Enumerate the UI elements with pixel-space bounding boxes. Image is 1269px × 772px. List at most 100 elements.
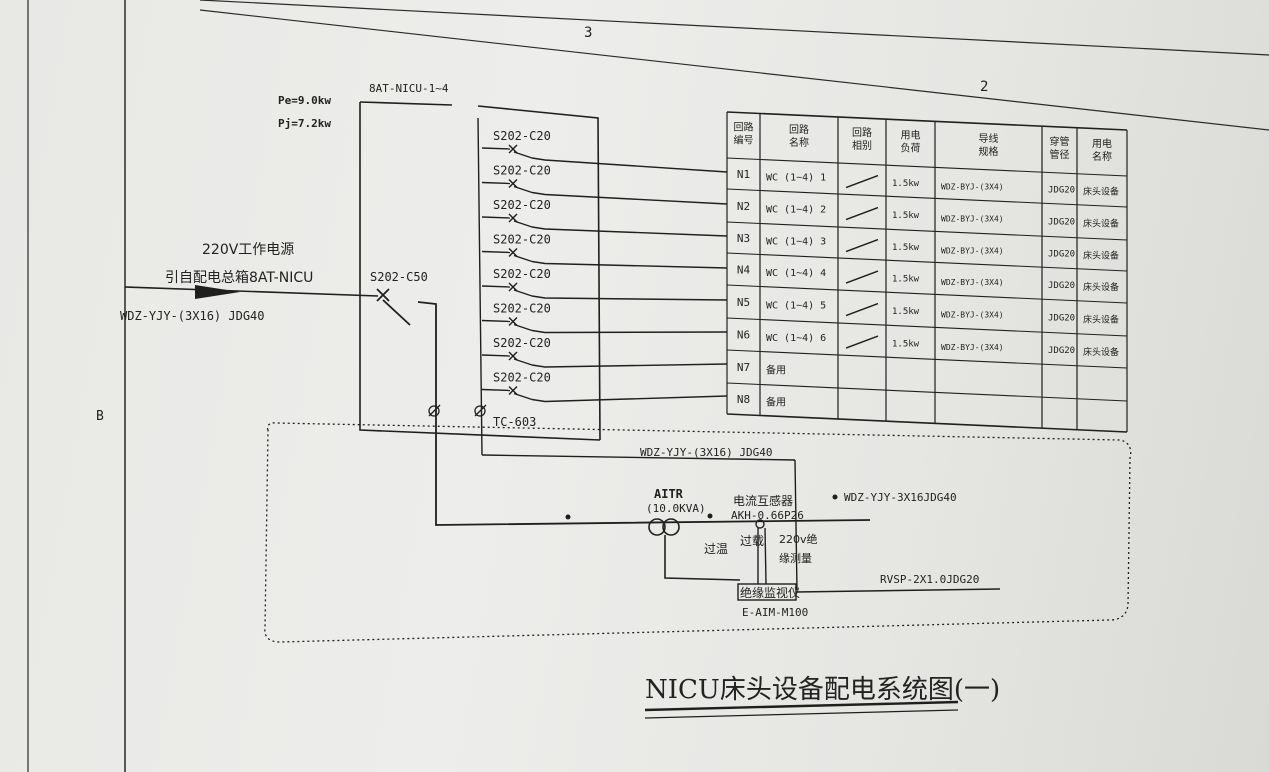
branch-breaker-x xyxy=(508,213,518,223)
table-cell: 床头设备 xyxy=(1083,217,1119,229)
branch-breaker-contact xyxy=(513,323,533,332)
table-rule xyxy=(726,157,1128,177)
rvsp-label: RVSP-2X1.0JDG20 xyxy=(880,573,979,586)
table-cell: WC (1~4) 2 xyxy=(766,205,826,216)
table-rule xyxy=(726,349,1128,369)
table-cell: WDZ-BYJ-(3X4) xyxy=(941,214,1004,223)
table-rule xyxy=(726,317,1128,337)
aitr-rating: (10.0KVA) xyxy=(646,502,706,515)
branch-feed-line xyxy=(481,319,511,323)
feeder-line-2: 引自配电总箱8AT-NICU xyxy=(165,270,313,286)
ct-model: AKH-0.66P26 xyxy=(731,509,804,522)
cable-top-label: WDZ-YJY-(3X16) JDG40 xyxy=(640,446,772,459)
table-header: 管径 xyxy=(1050,148,1070,161)
table-rule xyxy=(726,188,1128,208)
table-cell: 1.5kw xyxy=(892,211,920,221)
phase-slash xyxy=(845,206,879,221)
table-rule xyxy=(726,111,1128,131)
branch-breaker-label: S202-C20 xyxy=(493,336,551,350)
table-cell: N1 xyxy=(737,168,750,181)
table-header: 穿管 xyxy=(1050,135,1070,148)
branch-breaker-x xyxy=(508,144,518,154)
aitr-name: AITR xyxy=(654,487,684,501)
branch-breaker-label: S202-C20 xyxy=(493,164,551,178)
branch-feed-line xyxy=(481,216,511,219)
drawing-frame xyxy=(27,0,1269,772)
overload-label: 过载 xyxy=(740,534,764,548)
table-cell: N4 xyxy=(737,264,751,277)
table-rule xyxy=(726,252,1128,272)
branch-breaker-contact xyxy=(513,254,533,263)
branch-breaker-x xyxy=(508,248,518,257)
branch-outgoing-line xyxy=(531,226,728,237)
table-header: 用电 xyxy=(901,128,921,141)
table-cell: 床头设备 xyxy=(1083,346,1119,358)
feeder-arrow xyxy=(195,285,240,299)
phase-slash xyxy=(845,335,879,349)
table-header: 名称 xyxy=(1092,150,1112,163)
panel-name: 8AT-NICU-1~4 xyxy=(369,82,449,95)
branch-feed-line xyxy=(481,388,511,392)
panel-pj: Pj=7.2kw xyxy=(278,117,331,130)
grid-mark-3: 3 xyxy=(584,25,592,41)
branch-breaker-contact xyxy=(513,220,533,228)
table-cell: WDZ-BYJ-(3X4) xyxy=(941,278,1004,287)
branch-feed-line xyxy=(481,354,511,357)
tc-label: TC-603 xyxy=(493,415,536,429)
branch-outgoing-line xyxy=(531,363,728,368)
table-cell: WDZ-BYJ-(3X4) xyxy=(941,246,1004,255)
table-cell: 床头设备 xyxy=(1083,185,1119,197)
rvsp-line xyxy=(795,588,1001,593)
table-rule xyxy=(726,413,1128,433)
branch-feed-line xyxy=(481,181,511,185)
junction-dot xyxy=(707,513,713,519)
branch-breaker-contact xyxy=(513,185,533,194)
table-cell: 1.5kw xyxy=(892,243,920,253)
table-cell: N7 xyxy=(737,361,750,374)
table-cell: WDZ-BYJ-(3X4) xyxy=(941,343,1004,352)
table-cell: 床头设备 xyxy=(1083,281,1119,293)
drawing-title: NICU床头设备配电系统图(一) xyxy=(645,675,1000,705)
table-header: 相别 xyxy=(852,139,872,152)
table-cell: JDG20 xyxy=(1048,281,1075,291)
branch-breaker-contact xyxy=(513,289,533,297)
branch-breaker-contact xyxy=(513,392,533,401)
insulation-label-1: 220v绝 xyxy=(779,532,818,546)
table-rule xyxy=(726,221,1128,241)
table-rule xyxy=(726,284,1128,304)
branch-outgoing-line xyxy=(531,157,728,173)
tc-markers xyxy=(428,404,487,417)
title-underline xyxy=(644,700,959,712)
phase-slash xyxy=(845,238,879,253)
table-cell: 备用 xyxy=(766,364,786,377)
junction-dot xyxy=(832,494,838,500)
main-breaker-label: S202-C50 xyxy=(370,270,428,284)
table-cell: 床头设备 xyxy=(1083,249,1119,261)
branch-breaker-x xyxy=(508,351,518,361)
table-cell: N3 xyxy=(737,232,750,245)
table-header: 回路 xyxy=(789,123,809,136)
grid-mark-b: B xyxy=(96,409,104,424)
table-header: 回路 xyxy=(734,121,754,134)
branch-breaker-label: S202-C20 xyxy=(493,198,551,212)
branch-feed-line xyxy=(481,147,511,150)
table-cell: WDZ-BYJ-(3X4) xyxy=(941,310,1004,319)
table-header: 规格 xyxy=(979,145,999,158)
table-cell: N2 xyxy=(737,200,750,213)
table-header: 编号 xyxy=(734,134,754,147)
table-header: 回路 xyxy=(852,126,872,139)
branch-breaker-contact xyxy=(513,358,533,366)
table-header: 名称 xyxy=(789,136,809,149)
table-cell: JDG20 xyxy=(1048,313,1075,323)
branch-feed-line xyxy=(481,285,511,288)
table-cell: WC (1~4) 3 xyxy=(766,237,826,248)
branch-breaker-label: S202-C20 xyxy=(493,129,551,143)
table-cell: N5 xyxy=(737,296,750,309)
branch-outgoing-line xyxy=(531,295,728,301)
table-cell: WC (1~4) 1 xyxy=(766,173,826,184)
table-header: 导线 xyxy=(979,132,999,145)
branch-breaker-label: S202-C20 xyxy=(493,371,551,385)
table-header: 负荷 xyxy=(901,141,921,154)
